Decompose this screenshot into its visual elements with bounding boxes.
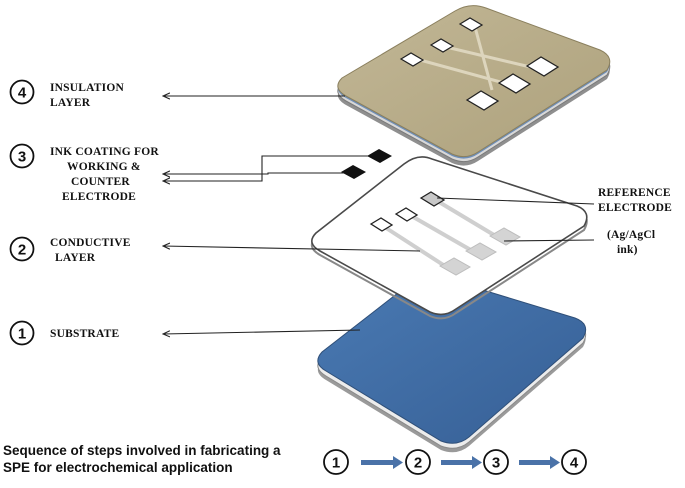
sequence-caption: Sequence of steps involved in fabricatin…	[3, 443, 284, 475]
insulation-layer	[337, 5, 611, 166]
leader-lines	[163, 96, 595, 334]
leader-ink-2	[163, 173, 344, 174]
svg-text:3: 3	[18, 149, 26, 166]
reference-electrode-label: REFERENCE ELECTRODE	[598, 187, 674, 214]
substrate-label: SUBSTRATE	[50, 328, 119, 340]
svg-text:3: 3	[492, 455, 500, 472]
sequence-arrow-3	[519, 456, 560, 469]
substrate-layer	[317, 274, 587, 453]
step-4-marker: 4	[9, 79, 35, 105]
svg-text:2: 2	[414, 455, 422, 472]
sequence-arrow-2	[441, 456, 482, 469]
conductive-layer	[310, 156, 588, 320]
sequence-step-2: 2	[405, 449, 431, 475]
sequence-arrow-1	[361, 456, 403, 469]
svg-text:4: 4	[570, 455, 579, 472]
leader-reference	[436, 197, 595, 205]
leader-ink	[163, 155, 368, 181]
agagcl-ink-label: (Ag/AgCl ink)	[607, 229, 658, 256]
sequence-step-4: 4	[561, 449, 587, 475]
ink-coating-label: INK COATING FOR WORKING & COUNTER ELECTR…	[50, 146, 162, 203]
insulation-surface	[337, 5, 611, 158]
svg-text:2: 2	[18, 242, 26, 259]
step-3-marker: 3	[9, 143, 35, 169]
sequence-step-3: 3	[483, 449, 509, 475]
step-2-marker: 2	[9, 236, 35, 262]
sequence-step-1: 1	[323, 449, 349, 475]
working-electrode-ink	[367, 149, 392, 163]
sequence-flow: 1 2 3 4	[323, 449, 587, 475]
svg-text:1: 1	[332, 455, 340, 472]
step-1-marker: 1	[9, 320, 35, 346]
leader-conductive	[163, 246, 421, 252]
conductive-label: CONDUCTIVE LAYER	[50, 237, 134, 264]
leader-agcl	[503, 239, 595, 242]
leader-substrate	[163, 329, 361, 334]
counter-electrode-ink	[341, 165, 366, 179]
ink-coating-pads	[341, 149, 392, 179]
svg-text:4: 4	[18, 85, 27, 102]
insulation-label: INSULATION LAYER	[50, 82, 127, 109]
svg-text:1: 1	[18, 326, 26, 343]
